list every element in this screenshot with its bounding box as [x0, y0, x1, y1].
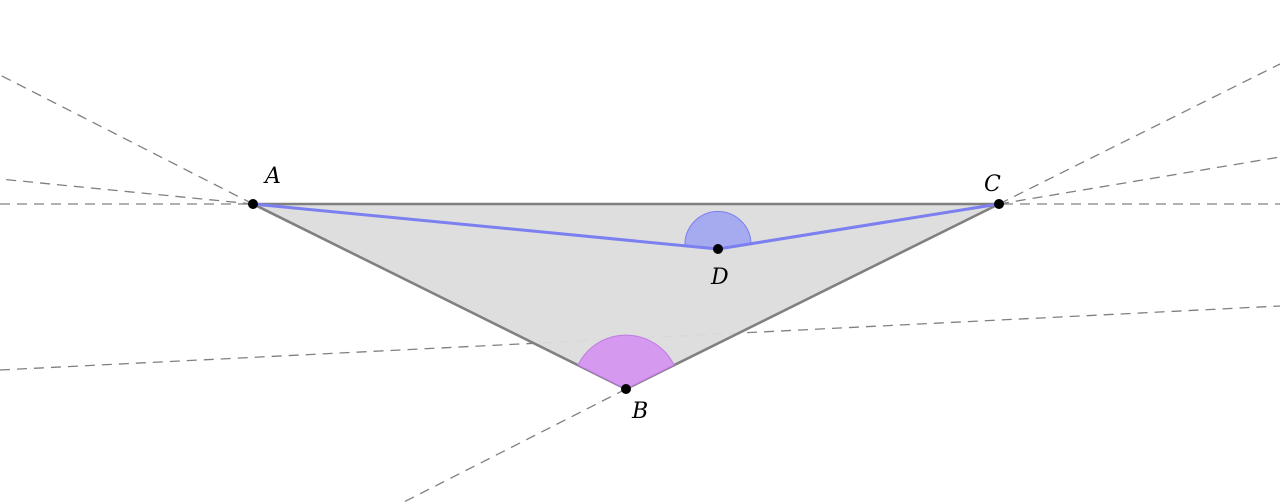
label-b: B [631, 399, 648, 424]
segment-dc [716, 202, 1001, 251]
dashed-line-c-right [998, 156, 1280, 205]
segment-ad [251, 202, 720, 251]
dashed-line-b-lower-left [399, 388, 627, 504]
label-c: C [984, 172, 1001, 197]
angle-marker-b [577, 334, 675, 390]
segments-ad-dc [251, 202, 1001, 251]
dashed-line-a-left [0, 178, 254, 205]
dashed-line-a-upper-left [0, 74, 254, 205]
label-a: A [263, 164, 281, 189]
point-c[interactable] [994, 199, 1004, 209]
point-d[interactable] [713, 244, 723, 254]
point-a[interactable] [248, 199, 258, 209]
points [248, 199, 1004, 394]
dashed-line-through-d [0, 305, 1280, 371]
angle-marker-d [684, 211, 752, 250]
triangle-abc [251, 202, 1001, 391]
label-d: D [710, 265, 729, 290]
dashed-construction-lines [0, 63, 1280, 504]
point-b[interactable] [621, 384, 631, 394]
dashed-line-c-upper-right [998, 63, 1280, 205]
